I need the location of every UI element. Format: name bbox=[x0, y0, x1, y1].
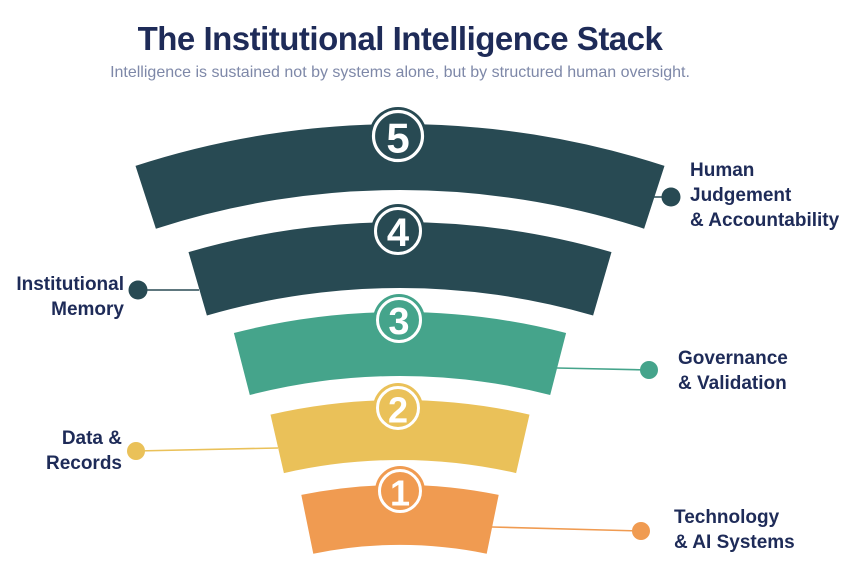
band-1-number: 1 bbox=[390, 473, 410, 514]
band-1-label-line: & AI Systems bbox=[674, 532, 795, 553]
band-1: 1 bbox=[301, 466, 650, 554]
band-5-arc bbox=[135, 124, 665, 229]
band-2: 2 bbox=[127, 383, 530, 474]
band-5-number-circle bbox=[369, 107, 427, 165]
band-4-connector-dot bbox=[128, 280, 148, 300]
band-3-label-line: Governance bbox=[678, 348, 788, 369]
band-1-connector-line bbox=[491, 526, 642, 532]
band-3-number-circle bbox=[373, 294, 425, 346]
band-2-number: 2 bbox=[388, 390, 408, 431]
page-subtitle: Intelligence is sustained not by systems… bbox=[110, 64, 690, 81]
band-4: 4 bbox=[128, 204, 612, 316]
band-3-label: Governance & Validation bbox=[678, 346, 788, 396]
band-2-arc bbox=[270, 399, 530, 474]
band-4-label: Institutional Memory bbox=[16, 272, 124, 322]
band-2-connector-line bbox=[135, 447, 279, 452]
band-5-number-ring bbox=[371, 109, 425, 163]
band-5-label: Human Judgement & Accountability bbox=[690, 158, 839, 233]
band-1-label-line: Technology bbox=[674, 507, 780, 528]
band-5-number: 5 bbox=[386, 115, 409, 162]
band-3-number-ring bbox=[376, 297, 422, 343]
band-4-arc bbox=[188, 221, 612, 316]
band-1-number-circle bbox=[375, 466, 425, 516]
band-2-label-line: Records bbox=[45, 453, 122, 474]
band-4-label-line: Institutional bbox=[16, 274, 124, 295]
band-3-connector-line bbox=[556, 367, 650, 371]
band-5: 5 bbox=[135, 107, 681, 229]
band-3-number: 3 bbox=[388, 301, 409, 343]
page-title: The Institutional Intelligence Stack bbox=[137, 20, 663, 57]
band-3: 3 bbox=[233, 294, 658, 395]
band-5-label-line: Judgement bbox=[690, 185, 792, 206]
band-2-label: Data & Records bbox=[46, 426, 122, 476]
band-4-number-ring bbox=[374, 207, 422, 255]
band-1-number-ring bbox=[378, 469, 422, 513]
band-2-number-ring bbox=[376, 386, 420, 430]
band-4-label-line: Memory bbox=[51, 299, 124, 320]
band-1-label: Technology & AI Systems bbox=[674, 505, 795, 555]
band-5-connector-dot bbox=[661, 187, 681, 207]
band-3-arc bbox=[233, 312, 567, 395]
band-1-connector-dot bbox=[632, 522, 650, 540]
band-5-label-line: Human bbox=[690, 160, 755, 181]
band-4-number: 4 bbox=[387, 211, 410, 255]
band-2-label-line: Data & bbox=[61, 428, 122, 449]
band-3-label-line: & Validation bbox=[678, 373, 787, 394]
band-5-label-line: & Accountability bbox=[690, 210, 840, 231]
band-3-connector-dot bbox=[640, 361, 658, 379]
band-2-number-circle bbox=[373, 383, 423, 433]
band-1-arc bbox=[301, 484, 499, 554]
band-4-number-circle bbox=[371, 204, 425, 258]
band-2-connector-dot bbox=[127, 442, 145, 460]
